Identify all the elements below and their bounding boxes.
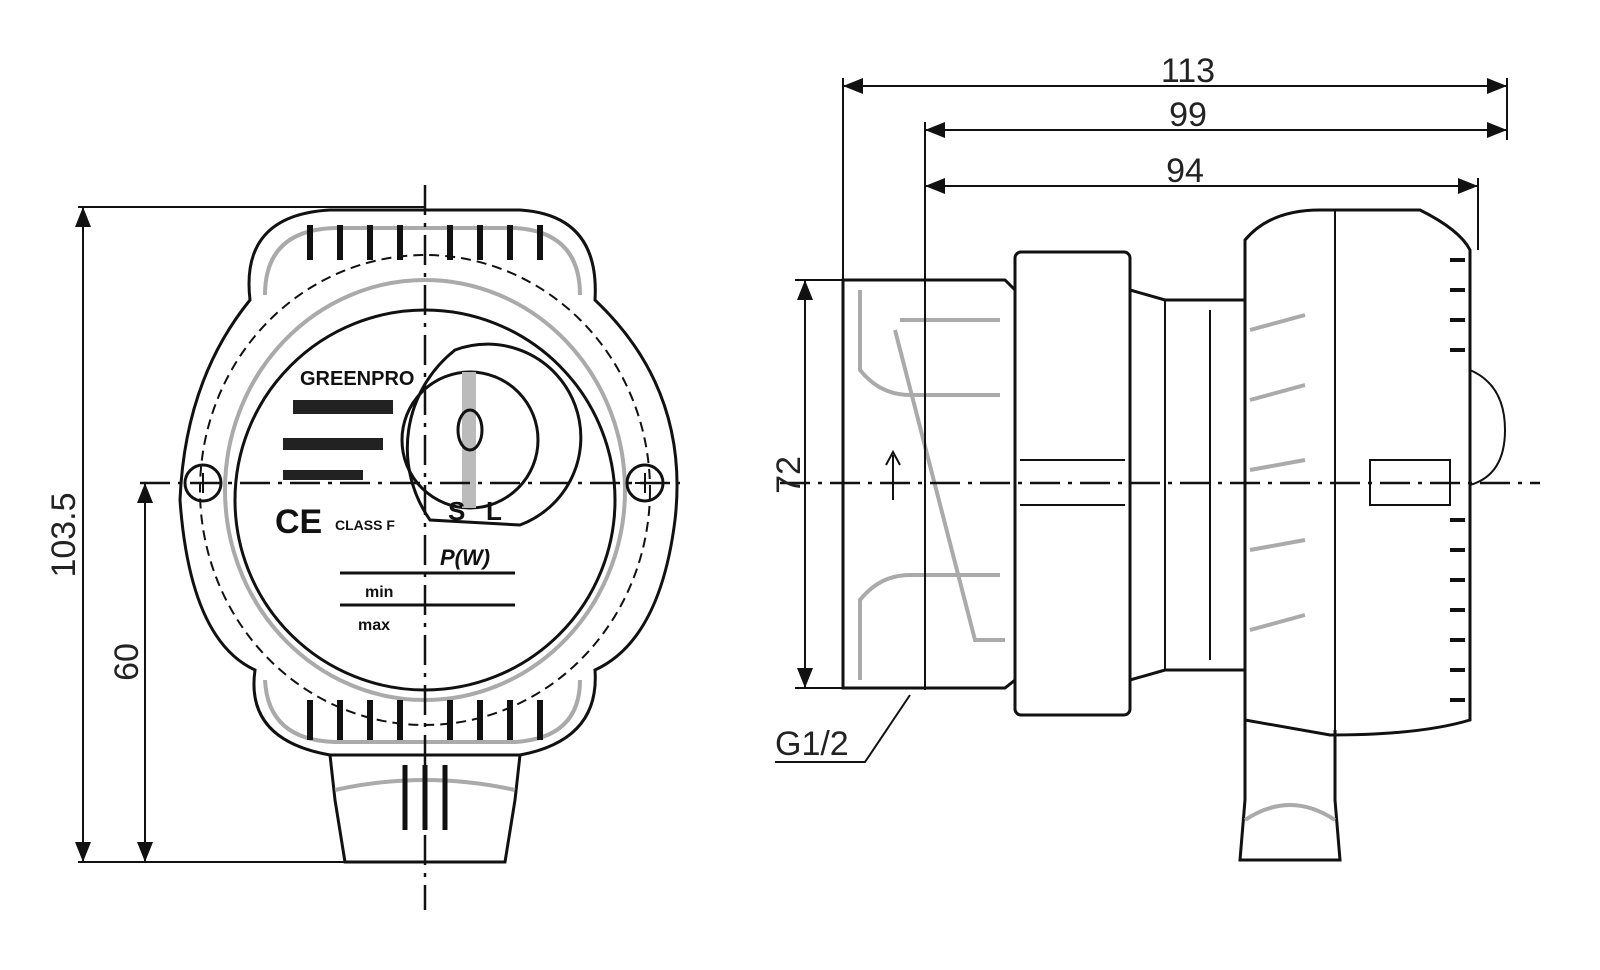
power-header: P(W) [440,545,490,570]
dim-overall-height: 103.5 [45,492,83,577]
front-dimensions: 103.5 60 [45,206,425,863]
dim-overall-length: 113 [1161,52,1215,90]
thread-label: G1/2 [775,725,849,763]
insulation-class: CLASS F [335,517,395,533]
dim-length-94: 94 [1166,152,1204,190]
side-dimensions: 113 99 94 72 G1/2 [770,52,1508,763]
screw-left-icon [183,463,223,503]
brand-label: GREENPRO [300,368,414,390]
dial-s-label: S [448,496,465,526]
row-max: max [358,617,390,634]
front-view: S L GREENPRO CE CLASS F P(W) min max [140,185,680,910]
dial-l-label: L [486,496,502,526]
dim-center-height: 60 [108,643,146,681]
dim-port-height: 72 [770,456,808,494]
dim-length-99: 99 [1169,96,1207,134]
side-view [780,208,1540,862]
ce-mark: CE [275,503,322,541]
row-min: min [365,584,393,601]
